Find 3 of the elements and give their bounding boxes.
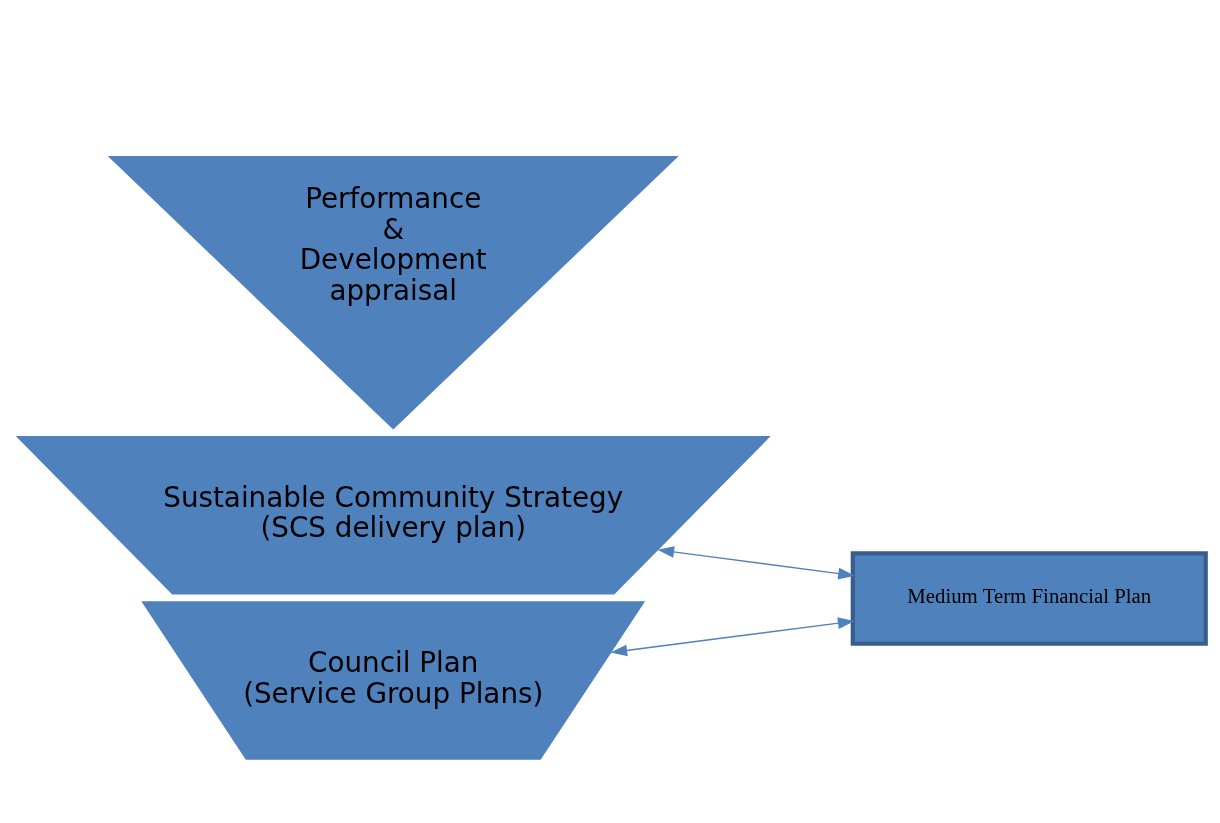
arrow [610,616,855,656]
node-box: Medium Term Financial Plan [850,550,1208,646]
arrow [657,545,855,579]
